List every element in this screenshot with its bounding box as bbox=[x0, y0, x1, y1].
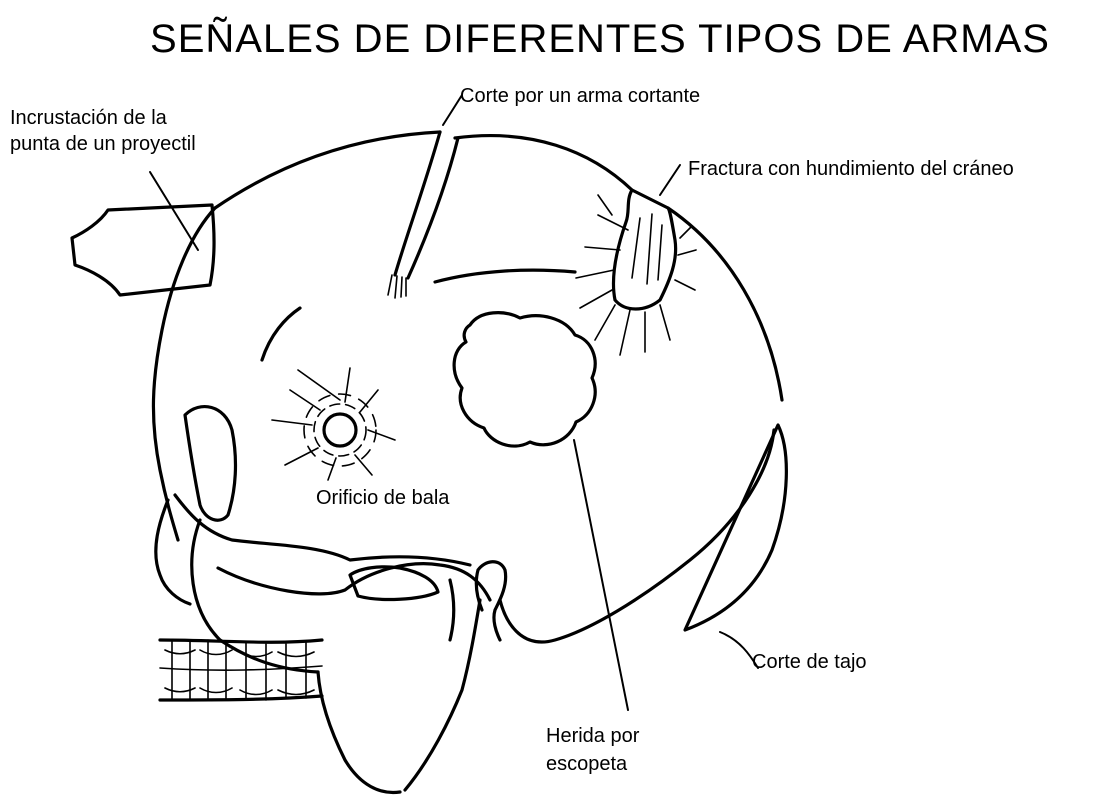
diagram-title: SEÑALES DE DIFERENTES TIPOS DE ARMAS bbox=[150, 16, 1050, 61]
slash-cut-fragment bbox=[685, 425, 786, 630]
upper-molar bbox=[350, 567, 438, 600]
skull-outline bbox=[175, 132, 782, 672]
label-projectile-tip-line2: punta de un proyectil bbox=[10, 133, 196, 155]
label-shotgun-wound-line1: Herida por bbox=[546, 725, 640, 747]
jaw-ramus bbox=[450, 580, 454, 640]
leader-projectile bbox=[150, 172, 198, 250]
label-slash-cut: Corte de tajo bbox=[752, 651, 867, 673]
shotgun-wound bbox=[454, 313, 595, 446]
label-depressed-fracture: Fractura con hundimiento del cráneo bbox=[688, 158, 1014, 180]
label-bullet-hole: Orificio de bala bbox=[316, 487, 450, 509]
forehead-outline bbox=[153, 208, 215, 540]
leader-fracture bbox=[660, 165, 680, 195]
label-projectile-tip-line1: Incrustación de la bbox=[10, 107, 168, 129]
leader-shotgun bbox=[574, 440, 628, 710]
temporal-line bbox=[435, 270, 575, 282]
bullet-hole bbox=[272, 368, 395, 480]
eye-socket bbox=[185, 407, 235, 521]
sharp-weapon-cut bbox=[388, 132, 458, 298]
brow-line bbox=[262, 308, 300, 360]
projectile-tip bbox=[72, 205, 214, 295]
nasal-cavity bbox=[156, 500, 190, 604]
label-sharp-weapon-cut: Corte por un arma cortante bbox=[460, 85, 700, 107]
label-shotgun-wound-line2: escopeta bbox=[546, 753, 628, 775]
jaw-outline bbox=[318, 600, 480, 793]
